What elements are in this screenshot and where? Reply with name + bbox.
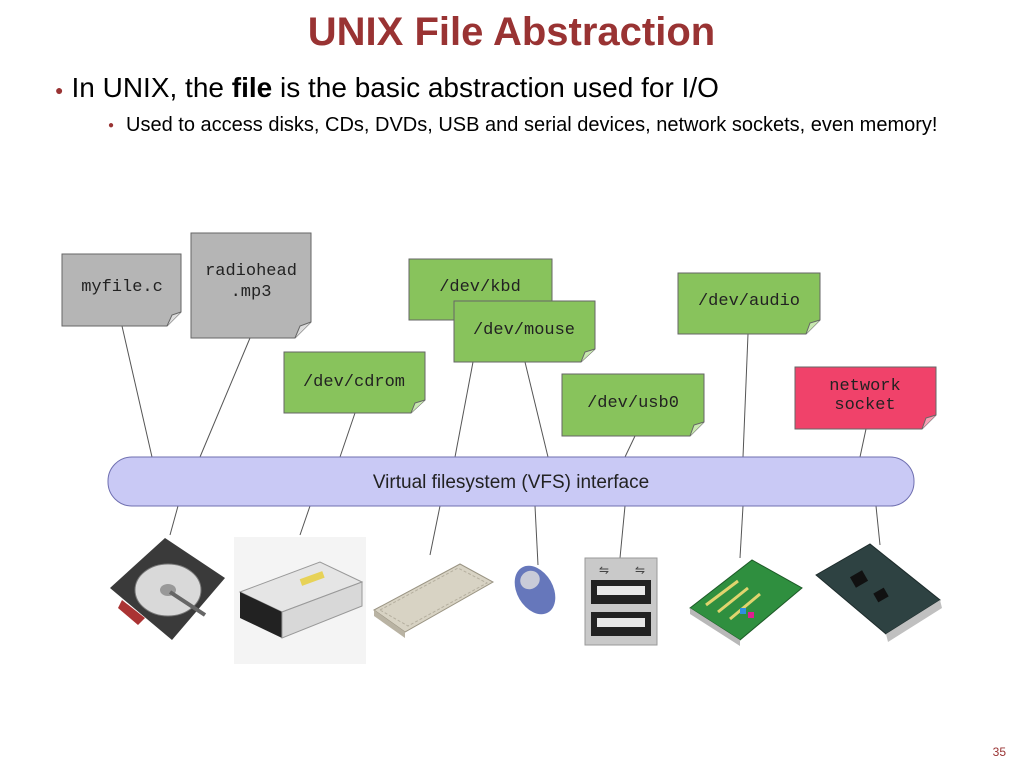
keyboard-icon [373, 563, 495, 638]
note-network-line1: network [829, 377, 900, 396]
note-kbd-label: /dev/kbd [439, 278, 521, 297]
bullet-main-pre: In UNIX, the [71, 72, 232, 103]
cdrom-drive-icon [234, 537, 366, 664]
hard-disk-icon [110, 538, 225, 640]
vfs-interface-label: Virtual filesystem (VFS) interface [373, 472, 649, 493]
bullet-main-post: is the basic abstraction used for I/O [272, 72, 719, 103]
mouse-icon [514, 565, 556, 615]
bullet-sub-dot-icon: ● [108, 119, 115, 131]
note-usb: /dev/usb0 [561, 373, 705, 437]
note-radiohead-line1: radiohead [205, 262, 297, 281]
note-myfile: myfile.c [61, 253, 182, 327]
network-card-icon [815, 543, 942, 642]
note-network: network socket [794, 366, 937, 430]
bullet-main-bold: file [231, 72, 273, 103]
note-audio-label: /dev/audio [698, 292, 800, 311]
note-mouse-label: /dev/mouse [473, 321, 575, 340]
note-usb-label: /dev/usb0 [587, 394, 679, 413]
note-mouse: /dev/mouse [453, 300, 596, 363]
note-cdrom: /dev/cdrom [283, 351, 426, 414]
page-number: 35 [992, 745, 1006, 759]
bullet-sub: ● Used to access disks, CDs, DVDs, USB an… [108, 113, 988, 138]
note-cdrom-label: /dev/cdrom [303, 373, 405, 392]
note-radiohead: radiohead .mp3 [190, 232, 312, 339]
bullet-main: ● In UNIX, the file is the basic abstract… [55, 72, 719, 104]
note-radiohead-line2: .mp3 [231, 283, 272, 302]
bullet-dot-icon: ● [55, 81, 64, 98]
note-myfile-label: myfile.c [81, 278, 163, 297]
slide-title: UNIX File Abstraction [307, 10, 716, 54]
note-network-line2: socket [834, 396, 895, 415]
connector-lines [121, 325, 881, 566]
note-audio: /dev/audio [677, 272, 821, 335]
svg-text:⇋: ⇋ [635, 563, 645, 577]
bullet-sub-text: Used to access disks, CDs, DVDs, USB and… [126, 114, 938, 136]
sound-card-icon [689, 559, 803, 646]
vfs-interface-bar: Virtual filesystem (VFS) interface [107, 456, 915, 507]
svg-text:⇋: ⇋ [599, 563, 609, 577]
usb-ports-icon: ⇋ ⇋ [584, 557, 658, 646]
